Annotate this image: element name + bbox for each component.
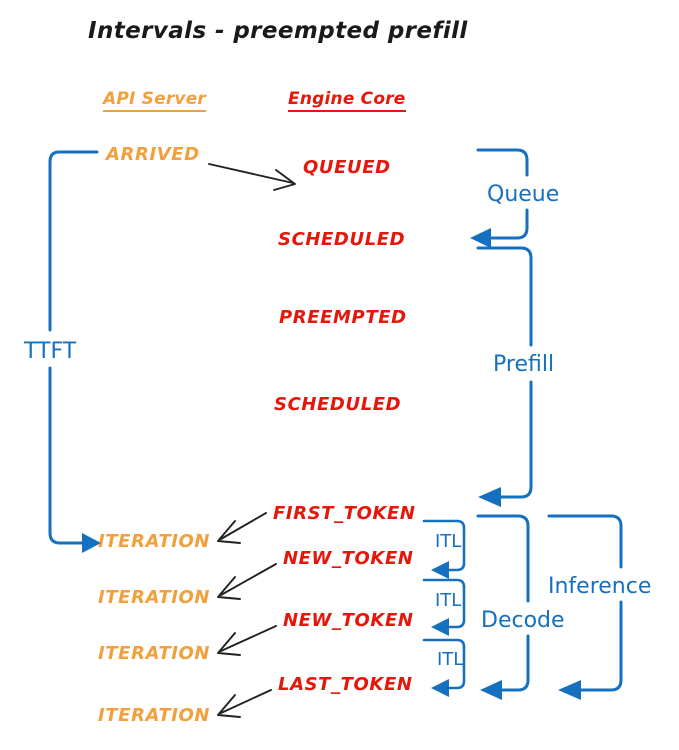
- arrow-last-token-to-iteration: [217, 689, 272, 718]
- interval-label-prefill: Prefill: [493, 352, 555, 377]
- column-header-api-server: API Server: [103, 91, 207, 112]
- interval-label-itl-1: ITL: [435, 531, 462, 552]
- event-new-token-2: NEW_TOKEN: [283, 610, 414, 631]
- event-arrived: ARRIVED: [106, 144, 200, 165]
- interval-label-itl-2: ITL: [435, 590, 462, 611]
- event-new-token-1: NEW_TOKEN: [283, 548, 414, 569]
- column-header-engine-core: Engine Core: [288, 91, 406, 112]
- event-scheduled-1: SCHEDULED: [278, 229, 406, 250]
- interval-label-queue: Queue: [487, 182, 560, 207]
- arrow-first-token-to-iteration: [217, 512, 267, 544]
- arrow-arrived-to-queued: [208, 163, 296, 191]
- interval-label-decode: Decode: [481, 608, 565, 633]
- arrow-new-token-2-to-iteration: [217, 625, 277, 656]
- event-iteration-3: ITERATION: [98, 643, 211, 664]
- interval-label-inference: Inference: [548, 574, 652, 599]
- event-iteration-4: ITERATION: [98, 705, 211, 726]
- event-iteration-1: ITERATION: [98, 531, 211, 552]
- arrow-new-token-1-to-iteration: [217, 563, 277, 600]
- event-last-token: LAST_TOKEN: [278, 674, 413, 695]
- event-iteration-2: ITERATION: [98, 587, 211, 608]
- bracket-prefill: [476, 246, 533, 507]
- event-scheduled-2: SCHEDULED: [274, 394, 402, 415]
- event-preempted: PREEMPTED: [279, 307, 407, 328]
- interval-label-ttft: TTFT: [24, 339, 77, 364]
- diagram-title: Intervals - preempted prefill: [88, 18, 468, 44]
- event-first-token: FIRST_TOKEN: [273, 503, 416, 524]
- event-queued: QUEUED: [303, 157, 391, 178]
- interval-label-itl-3: ITL: [437, 649, 464, 670]
